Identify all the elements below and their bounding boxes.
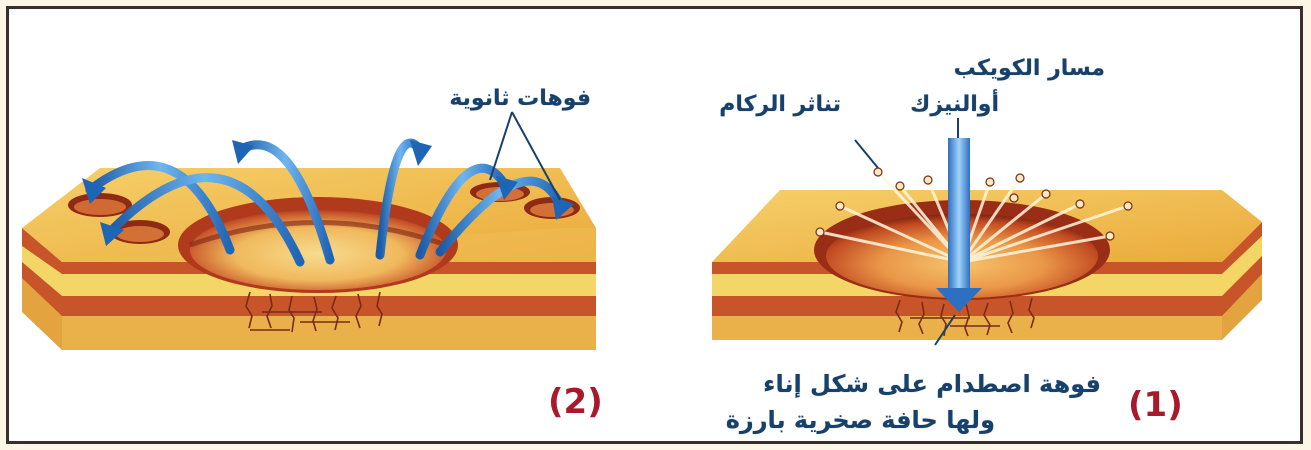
comet-path-label-line2: أوالنيزك bbox=[910, 92, 999, 117]
secondary-craters-label: فوهات ثانوية bbox=[449, 86, 591, 111]
crater-description-line1: فوهة اصطدام على شكل إناء bbox=[763, 370, 1101, 398]
comet-path-label-line1: مسار الكويكب bbox=[954, 56, 1105, 81]
debris-scatter-label: تناثر الركام bbox=[719, 92, 841, 117]
panel-number-1: (1) bbox=[1128, 385, 1183, 425]
impact-crater-block bbox=[712, 118, 1262, 345]
panel-number-2: (2) bbox=[548, 382, 603, 422]
secondary-crater-block bbox=[22, 112, 596, 350]
crater-description-line2: ولها حافة صخرية بارزة bbox=[726, 406, 995, 434]
